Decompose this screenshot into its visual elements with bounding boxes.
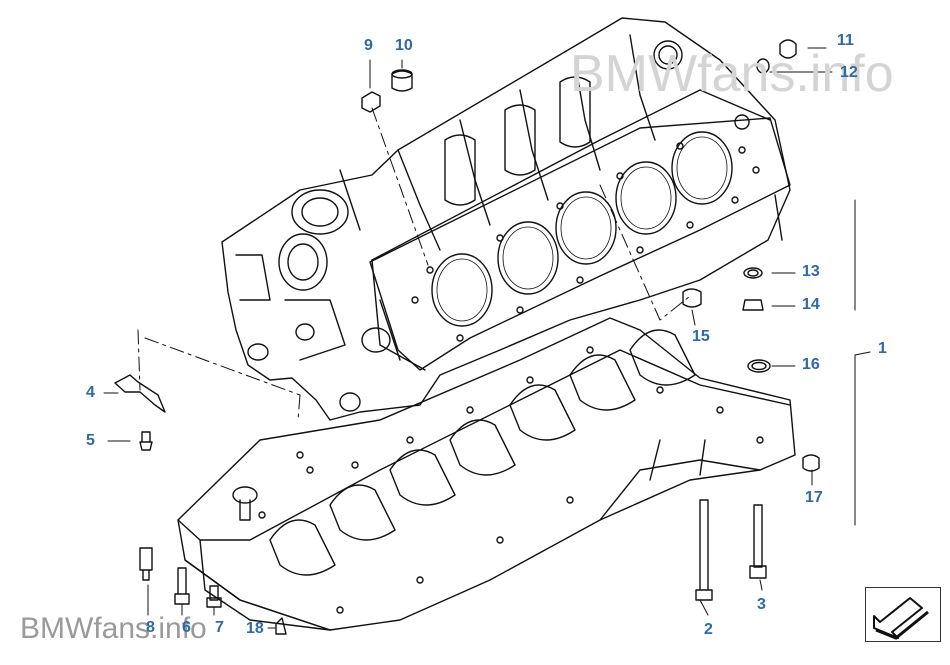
part-15-plug <box>682 288 702 308</box>
watermark-bottom: BMWfans.info <box>20 612 207 645</box>
callout-1[interactable]: 1 <box>878 340 887 357</box>
part-8-bolt <box>139 547 153 581</box>
part-13-ring <box>743 267 763 279</box>
callout-12[interactable]: 12 <box>840 64 858 81</box>
part-16-ring <box>747 359 771 373</box>
callout-11[interactable]: 11 <box>837 32 854 49</box>
part-6-bolt <box>174 567 190 605</box>
callout-6[interactable]: 6 <box>182 619 191 636</box>
callout-14[interactable]: 14 <box>802 296 820 313</box>
callout-15[interactable]: 15 <box>692 328 710 345</box>
callout-7[interactable]: 7 <box>215 619 224 636</box>
watermark-top: BMWfans.info <box>570 45 894 103</box>
part-9-sleeve <box>361 91 381 113</box>
assembly-lines <box>137 107 691 421</box>
callout-9[interactable]: 9 <box>364 37 373 54</box>
callout-8[interactable]: 8 <box>146 619 155 636</box>
part-2-bolt <box>695 499 713 601</box>
part-18-plug <box>275 617 287 635</box>
callout-16[interactable]: 16 <box>802 356 820 373</box>
part-4-clip <box>114 374 166 413</box>
part-10-dowel <box>391 70 413 92</box>
part-5-plug <box>139 431 153 451</box>
part-17-plug <box>802 454 820 472</box>
part-14-plug <box>742 299 764 311</box>
part-3-bolt <box>749 504 767 579</box>
callout-10[interactable]: 10 <box>395 37 413 54</box>
callout-4[interactable]: 4 <box>86 384 95 401</box>
arrow-icon <box>873 597 929 640</box>
part-12-seal-ring <box>756 58 770 74</box>
navigation-button[interactable] <box>865 587 941 642</box>
leader-lines <box>103 47 871 629</box>
callout-18[interactable]: 18 <box>246 620 264 637</box>
callout-5[interactable]: 5 <box>86 432 95 449</box>
callout-17[interactable]: 17 <box>805 489 823 506</box>
part-7-bolt <box>206 585 222 608</box>
callout-2[interactable]: 2 <box>704 621 713 638</box>
callout-13[interactable]: 13 <box>802 263 820 280</box>
engine-block <box>221 17 791 421</box>
callout-3[interactable]: 3 <box>757 596 766 613</box>
part-11-screw-plug <box>779 39 797 59</box>
crankcase-bedplate <box>177 317 796 631</box>
